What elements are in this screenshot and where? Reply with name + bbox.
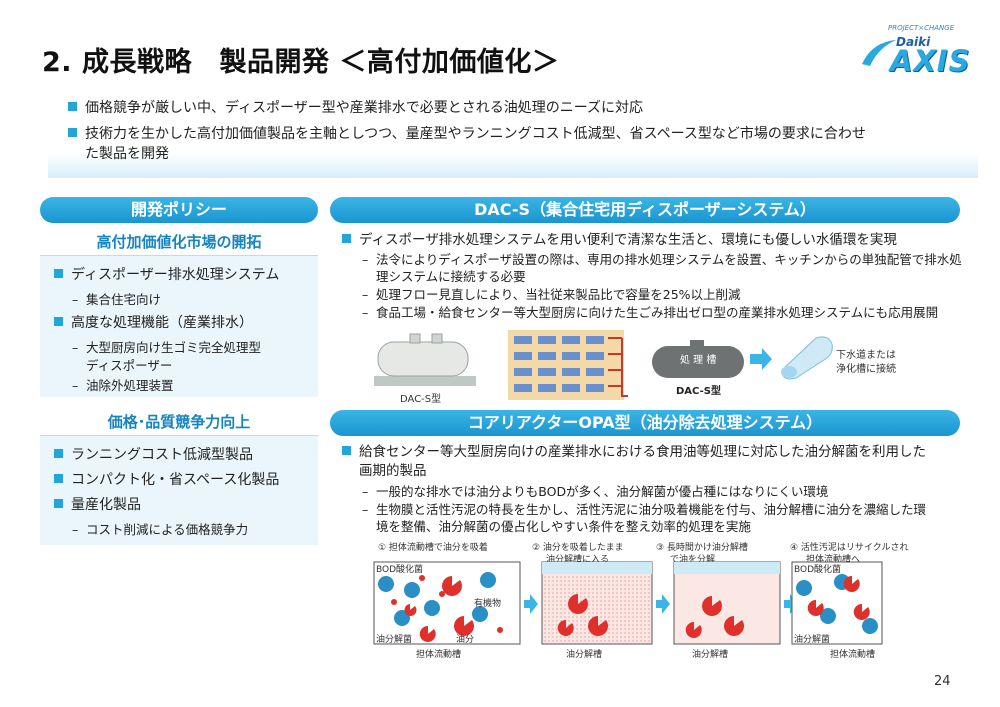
list-item: –大型厨房向け生ゴミ完全処理型: [72, 340, 262, 355]
list-item: 量産化製品: [54, 494, 141, 514]
logo-axis: AXIS: [890, 44, 971, 78]
list-item: –集合住宅向け: [72, 292, 162, 307]
opa-process-diagram: [373, 561, 883, 645]
intro-line-2: 技術力を生かした高付加価値製品を主軸としつつ、量産型やランニングコスト低減型、省…: [68, 124, 866, 144]
dac-sub-2: –処理フロー見直しにより、当社従来製品比で容量を25%以上削減: [362, 287, 741, 302]
section2-heading: 価格･品質競争力向上: [107, 413, 251, 431]
tank-1-name: 担体流動槽: [416, 650, 462, 660]
section1-box: ディスポーザー排水処理システム –集合住宅向け 高度な処理機能（産業排水） –大…: [40, 255, 318, 397]
logo-daiki: Daiki: [896, 35, 931, 49]
tank-model: DAC-S型: [676, 386, 721, 397]
section1-heading: 高付加価値化市場の開拓: [96, 233, 262, 251]
dac-sub-1b: 理システムに接続する必要: [376, 269, 526, 284]
dac-bullet: ディスポーザ排水処理システムを用い便利で清潔な生活と、環境にも優しい水循環を実現: [342, 231, 897, 250]
dac-label: DAC-S（集合住宅用ディスポーザーシステム）: [330, 197, 960, 223]
label-oil-bacteria-4: 油分解菌: [794, 635, 831, 645]
square-bullet-icon: [54, 317, 63, 326]
intro-line-1: 価格競争が厳しい中、ディスポーザー型や産業排水で必要とされる油処理のニーズに対応: [68, 98, 643, 118]
page-title: 2. 成長戦略 製品開発 ＜高付加価値化＞: [42, 47, 560, 78]
tank-4-name: 担体流動槽: [830, 650, 876, 660]
step-1-caption: ① 担体流動槽で油分を吸着: [378, 543, 488, 553]
label-bod-1: BOD酸化菌: [376, 565, 424, 575]
section2-box: ランニングコスト低減型製品 コンパクト化・省スペース化製品 量産化製品 –コスト…: [40, 435, 318, 545]
sewer-pipe-icon: [781, 336, 833, 380]
step-4-caption-b: 担体流動槽へ: [806, 555, 861, 565]
tank-label: 処 理 槽: [680, 355, 717, 366]
list-item: ランニングコスト低減型製品: [54, 444, 253, 464]
arrow-right-icon: [750, 348, 772, 370]
list-item: ディスポーザー: [86, 358, 173, 373]
dac-tank-photo: [374, 333, 476, 386]
square-bullet-icon: [68, 128, 77, 137]
company-logo: PROJECT×CHANGE Daiki AXIS: [858, 24, 971, 84]
square-bullet-icon: [342, 234, 351, 243]
apartment-building-icon: [508, 330, 628, 400]
opa-sub-2b: 境を整備、油分解菌の優占化しやすい条件を整え効率的処理を実施: [376, 519, 751, 534]
intro-panel: 価格競争が厳しい中、ディスポーザー型や産業排水で必要とされる油処理のニーズに対応…: [48, 96, 978, 178]
list-item: コンパクト化・省スペース化製品: [54, 469, 279, 489]
list-item: –コスト削減による価格競争力: [72, 522, 249, 537]
tank-2-name: 油分解槽: [566, 650, 603, 660]
list-item: –油除外処理装置: [72, 378, 174, 393]
square-bullet-icon: [342, 446, 351, 455]
dac-sub-3: –食品工場・給食センター等大型厨房に向けた生ごみ排出ゼロ型の産業排水処理システム…: [362, 305, 939, 320]
step-2-caption: ② 油分を吸着したまま: [532, 543, 624, 553]
square-bullet-icon: [54, 499, 63, 508]
step-3-caption: ③ 長時間かけ油分解槽: [656, 543, 748, 553]
list-item: 高度な処理機能（産業排水）: [54, 312, 253, 332]
opa-bullet: 給食センター等大型厨房向けの産業排水における食用油等処理に対応した油分解菌を利用…: [342, 443, 926, 462]
intro-line-3: た製品を開発: [85, 146, 169, 162]
page-number: 24: [934, 674, 951, 689]
square-bullet-icon: [54, 269, 63, 278]
dac-tank-caption: DAC-S型: [400, 394, 442, 405]
step-2-caption-b: 油分解槽に入る: [546, 555, 610, 565]
dac-sub-1: –法令によりディスポーザ設置の際は、専用の排水処理システムを設置、キッチンからの…: [362, 252, 962, 267]
opa-sub-1: –一般的な排水では油分よりもBODが多く、油分解菌が優占種にはなりにくい環境: [362, 484, 829, 499]
square-bullet-icon: [68, 102, 77, 111]
square-bullet-icon: [54, 449, 63, 458]
step-4-caption: ④ 活性汚泥はリサイクルされ: [790, 543, 909, 553]
opa-sub-2: –生物膜と活性汚泥の特長を生かし、活性汚泥に油分吸着機能を付与、油分解槽に油分を…: [362, 502, 927, 517]
treatment-tank-icon: [652, 340, 744, 378]
policy-label: 開発ポリシー: [40, 197, 318, 223]
opa-label: コアリアクターOPA型（油分除去処理システム）: [330, 410, 960, 436]
list-item: ディスポーザー排水処理システム: [54, 264, 279, 284]
tank-1-contents: [378, 572, 503, 642]
logo-swoosh-icon: [862, 40, 896, 66]
dest-line-2: 浄化槽に接続: [836, 364, 896, 375]
opa-bullet-cont: 画期的製品: [359, 463, 427, 479]
label-bod-4: BOD酸化菌: [794, 565, 842, 575]
logo-tagline: PROJECT×CHANGE: [888, 24, 955, 32]
step-3-caption-b: で油を分解: [670, 555, 716, 565]
label-organic: 有機物: [474, 599, 502, 609]
label-oil: 油分: [456, 635, 475, 645]
square-bullet-icon: [54, 474, 63, 483]
dest-line-1: 下水道または: [836, 350, 896, 361]
tank-3-name: 油分解槽: [692, 650, 729, 660]
label-oil-bacteria-1: 油分解菌: [376, 635, 413, 645]
